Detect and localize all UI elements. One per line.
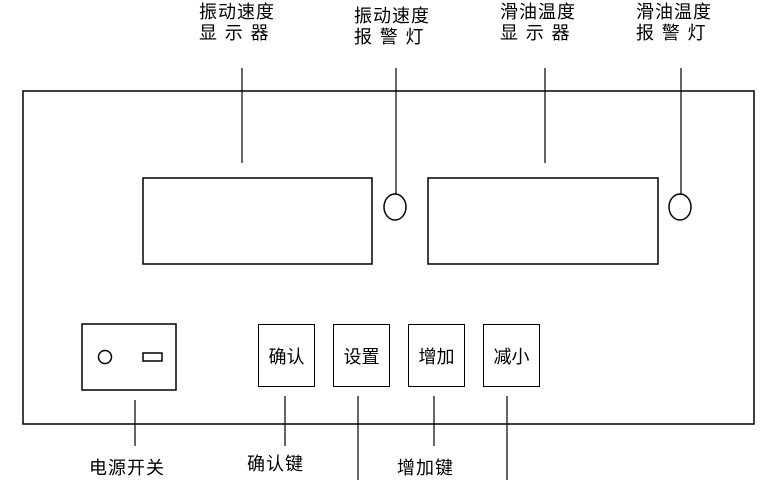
- vibration-alarm-lamp: [383, 193, 407, 221]
- confirm-button[interactable]: 确认: [258, 324, 315, 387]
- power-off-symbol: [97, 349, 113, 365]
- oil-temperature-alarm-lamp: [668, 193, 692, 221]
- decrease-button[interactable]: 减小: [483, 324, 540, 387]
- increase-key-label: 增加键: [397, 458, 454, 479]
- control-panel-frame: [22, 90, 755, 425]
- oil-alarm-label-line1: 滑油温度: [636, 2, 712, 23]
- oil-display-label: 滑油温度 显 示 器: [500, 2, 576, 44]
- vibration-display-label: 振动速度 显 示 器: [199, 2, 275, 44]
- oil-alarm-label-line2: 报 警 灯: [636, 23, 707, 44]
- vib-display-label-line1: 振动速度: [199, 2, 275, 23]
- oil-temperature-display: [427, 177, 659, 265]
- vibration-speed-display: [142, 177, 373, 265]
- power-on-symbol: [142, 352, 163, 362]
- oil-alarm-label: 滑油温度 报 警 灯: [636, 2, 712, 44]
- power-switch-label: 电源开关: [89, 458, 165, 479]
- vib-display-label-line2: 显 示 器: [199, 23, 270, 44]
- vib-alarm-label-line1: 振动速度: [354, 6, 430, 27]
- vibration-alarm-label: 振动速度 报 警 灯: [354, 6, 430, 48]
- oil-display-label-line1: 滑油温度: [500, 2, 576, 23]
- settings-button[interactable]: 设置: [333, 324, 390, 387]
- confirm-key-label: 确认键: [247, 454, 304, 475]
- oil-display-label-line2: 显 示 器: [500, 23, 571, 44]
- vib-alarm-label-line2: 报 警 灯: [354, 27, 425, 48]
- power-switch[interactable]: [81, 323, 177, 391]
- increase-button[interactable]: 增加: [408, 324, 465, 387]
